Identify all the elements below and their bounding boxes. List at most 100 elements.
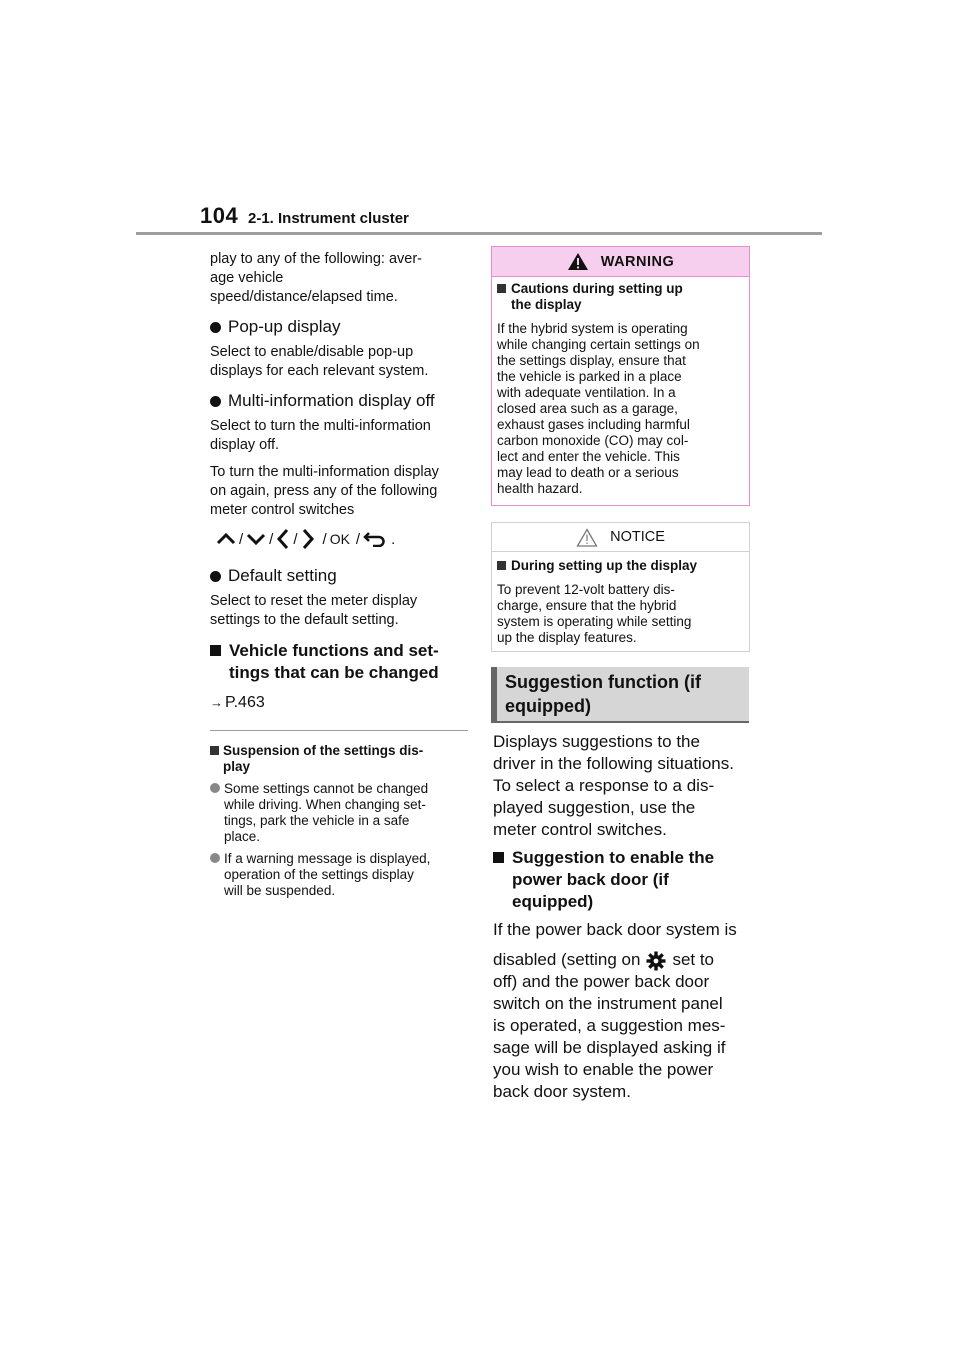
header-rule	[136, 232, 822, 235]
suspension-note-heading: Suspension of the settings dis- play	[210, 743, 470, 775]
text-line: while driving. When changing set-	[224, 797, 426, 812]
text-line: meter control switches.	[493, 820, 667, 839]
text-line: play to any of the following: aver-	[210, 251, 422, 267]
text-line-with-icon: disabled (setting on set to	[493, 949, 714, 971]
square-bullet-icon	[210, 746, 219, 755]
text-line: speed/distance/elapsed time.	[210, 289, 398, 305]
heading-text: Multi-information display off	[228, 391, 435, 410]
text-line: you wish to enable the power	[493, 1060, 714, 1079]
ok-label: OK	[329, 531, 350, 547]
period: .	[391, 530, 396, 548]
text-line: age vehicle	[210, 270, 284, 286]
text-line: the vehicle is parked in a place	[497, 369, 682, 384]
square-bullet-icon	[497, 284, 506, 293]
text-line: During setting up the display	[511, 558, 698, 573]
page-reference-link[interactable]: →P.463	[210, 694, 470, 712]
popup-display-heading: Pop-up display	[210, 317, 470, 337]
square-bullet-icon	[493, 852, 504, 863]
text-line: To prevent 12-volt battery dis-	[497, 582, 675, 597]
meter-switch-icons: / / / / OK / .	[216, 528, 470, 550]
text-line: displays for each relevant system.	[210, 363, 429, 379]
warning-box: WARNING Cautions during setting up the d…	[491, 246, 750, 506]
text-line: charge, ensure that the hybrid	[497, 598, 677, 613]
text-line: may lead to death or a serious	[497, 465, 679, 480]
text-line: Select to reset the meter display	[210, 593, 418, 609]
mid-off-paragraph: Select to turn the multi-information dis…	[210, 417, 470, 455]
text-line: Select to turn the multi-information	[210, 418, 431, 434]
mid-on-paragraph: To turn the multi-information display on…	[210, 463, 470, 520]
text-line: tings, park the vehicle in a safe	[224, 813, 410, 828]
text-line: up the display features.	[497, 630, 637, 645]
text-segment: set to	[672, 950, 715, 969]
text-line: power back door (if	[512, 870, 669, 889]
text-line: Displays suggestions to the	[493, 732, 700, 751]
notice-box: NOTICE During setting up the display To …	[491, 522, 750, 652]
text-line: driver in the following situations.	[493, 754, 734, 773]
default-paragraph: Select to reset the meter display settin…	[210, 592, 470, 630]
text-line: will be suspended.	[224, 883, 336, 898]
vehicle-functions-heading: Vehicle functions and set- tings that ca…	[210, 640, 470, 684]
bullet-icon	[210, 321, 221, 333]
text-line: tings that can be changed	[229, 663, 439, 682]
left-chevron-icon	[277, 529, 289, 549]
mid-off-heading: Multi-information display off	[210, 391, 470, 411]
text-line: health hazard.	[497, 481, 583, 496]
text-line: on again, press any of the following	[210, 483, 438, 499]
text-line: closed area such as a garage,	[497, 401, 678, 416]
square-bullet-icon	[497, 561, 506, 570]
text-line: If the hybrid system is operating	[497, 321, 688, 336]
left-column: play to any of the following: aver- age …	[210, 250, 470, 905]
separator: /	[269, 530, 274, 548]
notice-heading: During setting up the display	[497, 558, 744, 574]
text-line: play	[223, 759, 251, 774]
text-line: the display	[511, 297, 582, 312]
separator: /	[355, 530, 361, 548]
text-line: Suggestion function (if	[505, 672, 701, 692]
bullet-icon	[210, 395, 221, 407]
text-line: with adequate ventilation. In a	[497, 385, 676, 400]
default-setting-heading: Default setting	[210, 566, 470, 586]
text-line: switch on the instrument panel	[493, 994, 723, 1013]
text-line: system is operating while setting	[497, 614, 692, 629]
text-line: Select to enable/disable pop-up	[210, 344, 414, 360]
text-line: is operated, a suggestion mes-	[493, 1016, 726, 1035]
text-line: the settings display, ensure that	[497, 353, 686, 368]
gear-icon	[646, 951, 666, 971]
notice-triangle-icon	[576, 527, 598, 547]
text-line: To select a response to a dis-	[493, 776, 715, 795]
square-bullet-icon	[210, 645, 221, 656]
intro-paragraph: play to any of the following: aver- age …	[210, 250, 470, 307]
text-line: To turn the multi-information display	[210, 464, 439, 480]
heading-text: Default setting	[228, 566, 337, 585]
warning-title: WARNING	[600, 253, 675, 270]
heading-text: Pop-up display	[228, 317, 341, 336]
notice-body: To prevent 12-volt battery dis- charge, …	[497, 582, 744, 646]
suggestion-function-heading: Suggestion function (if equipped)	[491, 667, 749, 723]
text-line: lect and enter the vehicle. This	[497, 449, 680, 464]
text-line: place.	[224, 829, 261, 844]
text-segment: disabled (setting on	[493, 950, 641, 969]
text-line: Some settings cannot be changed	[224, 781, 429, 796]
bullet-icon	[210, 570, 221, 582]
text-line: equipped)	[512, 892, 594, 911]
text-line: exhaust gases including harmful	[497, 417, 690, 432]
ref-page: P.463	[225, 694, 265, 711]
text-line: equipped)	[505, 696, 591, 716]
power-back-door-paragraph: If the power back door system is disable…	[493, 919, 755, 1103]
separator: /	[322, 530, 327, 548]
notice-title: NOTICE	[610, 529, 665, 545]
note-divider	[210, 730, 468, 731]
text-line: off) and the power back door	[493, 972, 710, 991]
suggestion-paragraph: Displays suggestions to the driver in th…	[493, 731, 755, 841]
warning-triangle-icon	[567, 253, 588, 270]
text-line: display off.	[210, 437, 280, 453]
separator: /	[239, 530, 244, 548]
text-line: Cautions during setting up	[511, 281, 683, 296]
text-line: settings to the default setting.	[210, 612, 399, 628]
text-line: Suggestion to enable the	[512, 848, 715, 867]
text-line: meter control switches	[210, 502, 355, 518]
text-line: carbon monoxide (CO) may col-	[497, 433, 689, 448]
section-title: 2-1. Instrument cluster	[248, 210, 409, 227]
arrow-icon: →	[210, 695, 223, 710]
text-line: If the power back door system is	[493, 920, 737, 939]
